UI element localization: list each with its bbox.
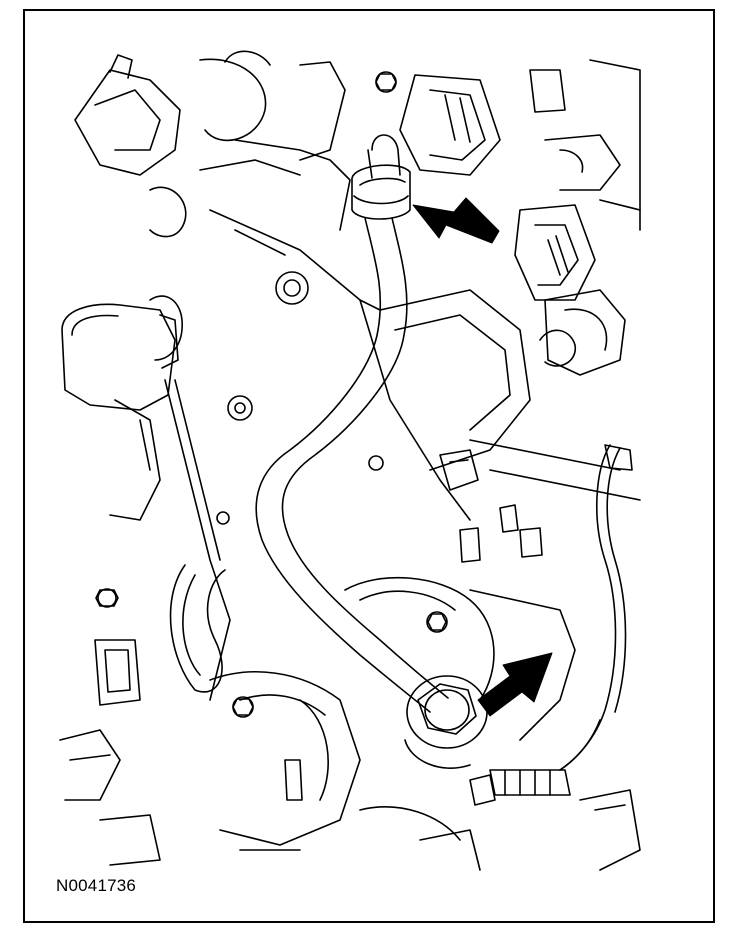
tube-assembly (255, 71, 488, 769)
tube-lower-fitting-nut (417, 683, 477, 735)
lower-fitting-arrow (477, 652, 553, 717)
callout-arrows (412, 197, 553, 717)
tube-upper-fitting (351, 164, 411, 220)
tube-left-edge (255, 217, 431, 713)
upper-fitting-arrow (412, 197, 500, 244)
engine-background-detail (59, 50, 641, 871)
figure-id-label: N0041736 (56, 876, 137, 895)
tube-right-edge (281, 217, 449, 699)
